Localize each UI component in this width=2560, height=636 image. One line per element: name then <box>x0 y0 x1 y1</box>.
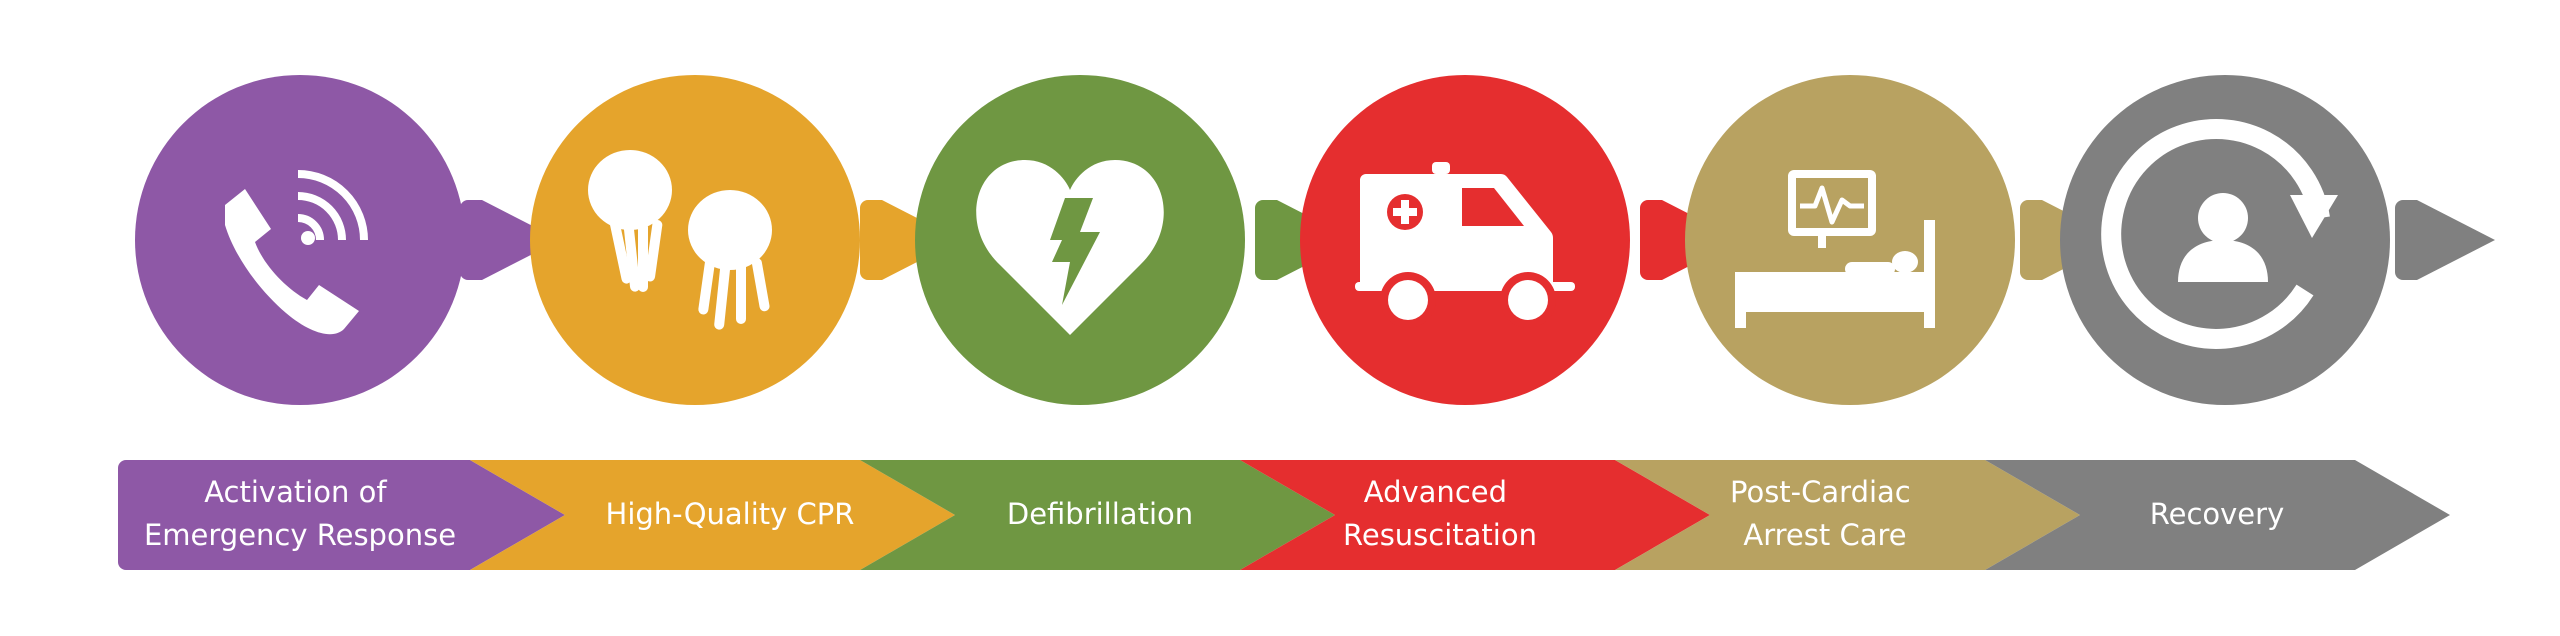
step-circle <box>1685 75 2015 405</box>
step-2-label-arrow <box>470 460 955 570</box>
step-6-label: Recovery <box>2150 497 2284 531</box>
step-5-label-arrow <box>1615 460 2080 570</box>
ambulance-icon <box>1355 162 1575 328</box>
step-1-circle-group <box>135 75 560 405</box>
step-3-label: Defibrillation <box>1007 497 1193 531</box>
step-5-circle-group <box>1685 75 2120 405</box>
step-1-label-arrow <box>118 460 565 570</box>
connector-arrow <box>2395 200 2495 280</box>
step-6-circle-group <box>2060 75 2495 405</box>
step-2-circle-group <box>530 75 960 405</box>
step-3-label-arrow <box>860 460 1335 570</box>
connector-arrow <box>860 200 960 280</box>
step-5-label: Post-Cardiac Arrest Care <box>1730 475 1920 552</box>
step-6-label-arrow <box>1985 460 2450 570</box>
step-circle <box>135 75 465 405</box>
step-3-circle-group <box>915 75 1355 405</box>
heart-lightning-icon <box>976 160 1164 335</box>
step-2-label: High-Quality CPR <box>606 497 855 531</box>
hands-icon <box>588 150 772 330</box>
label-band <box>118 460 2450 570</box>
step-1-label: Activation of Emergency Response <box>144 475 456 552</box>
hospital-bed-icon <box>1735 170 1935 328</box>
step-4-circle-group <box>1300 75 1740 405</box>
step-4-label: Advanced Resuscitation <box>1343 475 1537 552</box>
step-4-label-arrow <box>1240 460 1710 570</box>
connector-arrow <box>460 200 560 280</box>
recovery-icon <box>2101 119 2338 349</box>
phone-icon <box>225 170 368 335</box>
